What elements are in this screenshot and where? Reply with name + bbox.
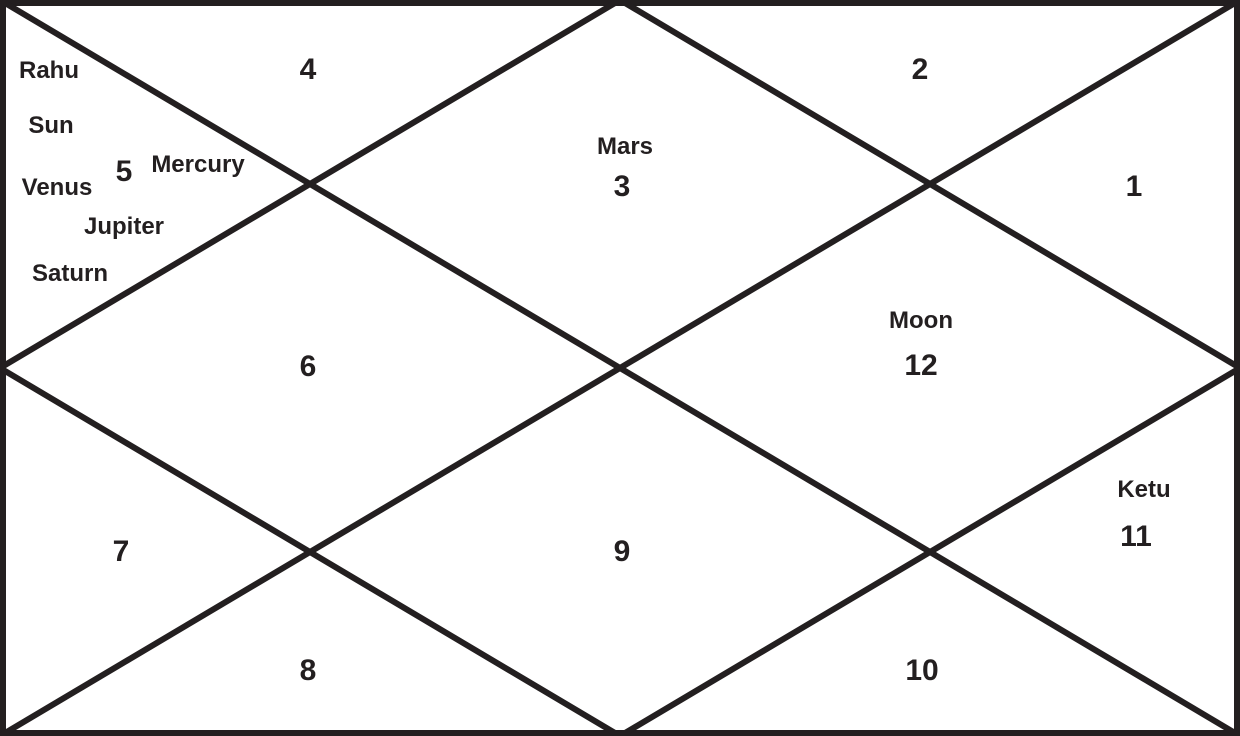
house-10-number: 10 [905, 654, 939, 687]
house-5-planet-venus: Venus [21, 174, 93, 201]
house-5-planet-sun: Sun [28, 112, 74, 139]
house-5-planet-rahu: Rahu [19, 57, 79, 84]
house-5-planet-jupiter: Jupiter [83, 213, 165, 240]
house-2-number: 2 [911, 53, 929, 86]
house-5-planet-mercury: Mercury [151, 151, 245, 178]
house-1-number: 1 [1125, 170, 1143, 203]
house-4-number: 4 [299, 53, 317, 86]
house-8-number: 8 [299, 654, 317, 687]
house-6-number: 6 [299, 350, 317, 383]
house-11-planet-ketu: Ketu [1117, 476, 1171, 503]
house-12-planet-moon: Moon [889, 307, 953, 334]
house-9-number: 9 [613, 535, 631, 568]
house-7-number: 7 [112, 535, 130, 568]
house-11-number: 11 [1120, 520, 1152, 553]
house-3-planet-mars: Mars [596, 133, 654, 160]
house-12-number: 12 [904, 349, 938, 382]
house-3-number: 3 [613, 170, 631, 203]
house-5-planet-saturn: Saturn [31, 260, 109, 287]
house-5-number: 5 [115, 155, 133, 188]
